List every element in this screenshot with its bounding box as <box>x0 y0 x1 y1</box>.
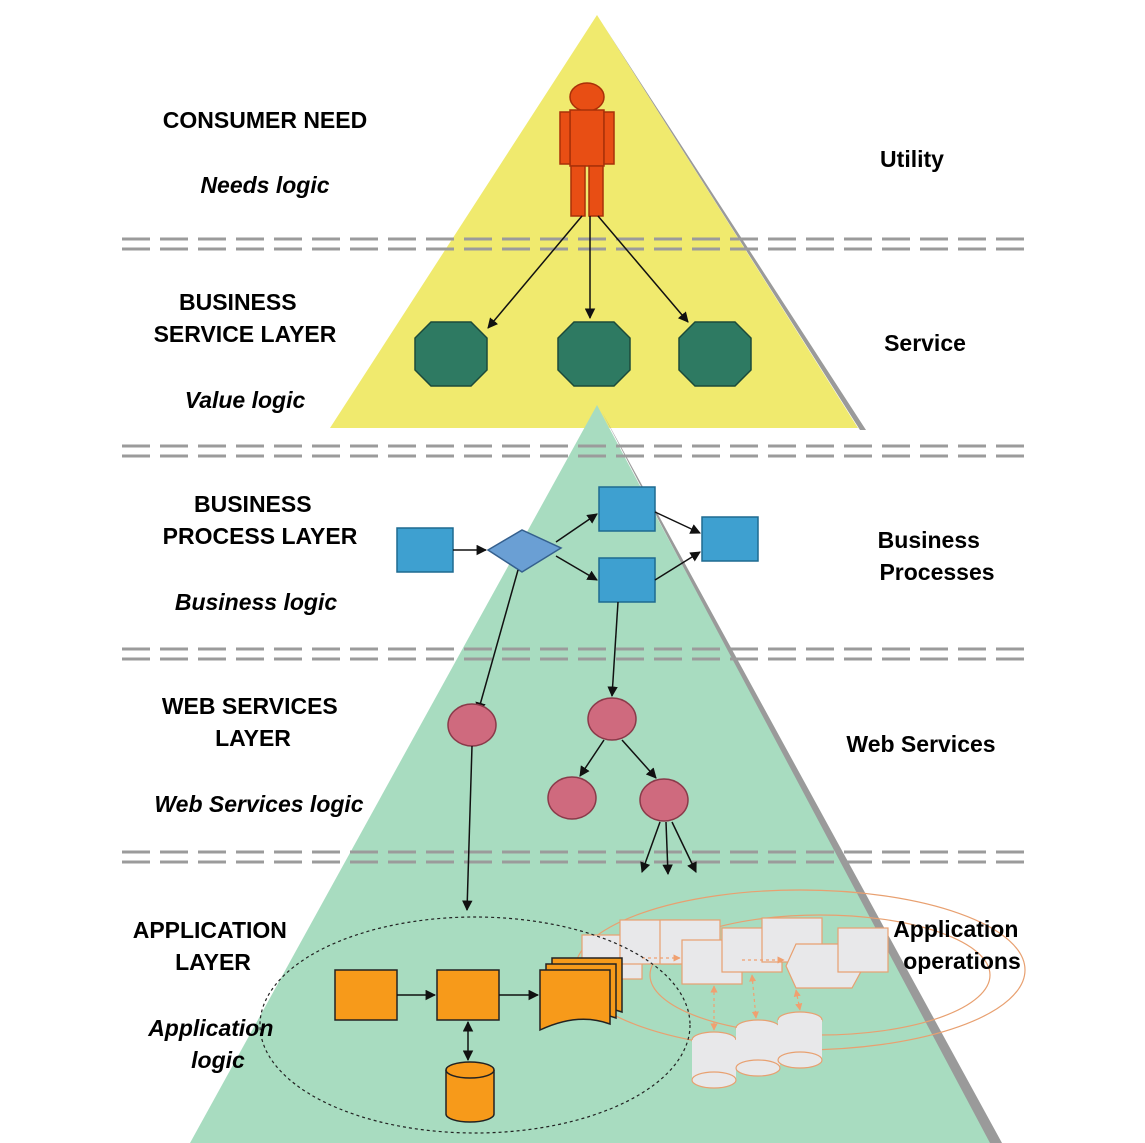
application-box-icon <box>334 969 398 1021</box>
application-logic-flow <box>259 916 691 1134</box>
layer-title-web-services: WEB SERVICES LAYER <box>162 693 344 751</box>
process-box-icon <box>598 557 656 603</box>
layer-right-labels: Utility Service Business Processes Web S… <box>846 146 1025 974</box>
layer-title-application: APPLICATION LAYER <box>133 917 294 975</box>
right-label-service: Service <box>884 330 966 356</box>
business-process-flow <box>396 486 759 714</box>
bottom-triangle-shadow <box>602 412 1002 1143</box>
service-octagon-icon <box>414 321 488 387</box>
right-label-utility: Utility <box>880 146 944 172</box>
web-service-node-icon <box>547 776 597 820</box>
layer-title-consumer-need: CONSUMER NEED <box>163 107 367 133</box>
logic-label-application: Application logic <box>147 1015 280 1073</box>
process-box-icon <box>598 486 656 532</box>
application-box-icon <box>436 969 500 1021</box>
consumer-to-service-arrows <box>487 215 689 329</box>
web-service-node-icon <box>447 703 497 747</box>
logic-label-needs: Needs logic <box>200 172 329 198</box>
web-services <box>447 697 689 822</box>
consumer-person-icon <box>559 82 615 217</box>
database-icon <box>445 1061 495 1123</box>
logic-label-business: Business logic <box>175 589 338 615</box>
layer-titles: CONSUMER NEED BUSINESS SERVICE LAYER BUS… <box>133 107 368 975</box>
layer-logic-labels: Needs logic Value logic Business logic W… <box>147 172 364 1073</box>
web-service-arrows <box>462 739 697 912</box>
process-box-icon <box>701 516 759 562</box>
application-boundary <box>259 916 691 1134</box>
web-service-node-icon <box>639 778 689 822</box>
right-label-application-operations: Application operations <box>893 916 1025 974</box>
service-octagon-icon <box>557 321 631 387</box>
logic-label-web-services: Web Services logic <box>154 791 363 817</box>
process-box-icon <box>396 527 454 573</box>
layer-title-business-process: BUSINESS PROCESS LAYER <box>163 491 358 549</box>
document-stack-icon <box>539 957 623 1032</box>
process-decision-diamond-icon <box>486 529 563 573</box>
logic-label-value: Value logic <box>185 387 306 413</box>
right-label-web-services: Web Services <box>846 731 995 757</box>
web-service-node-icon <box>587 697 637 741</box>
top-triangle-shadow <box>600 20 866 430</box>
service-octagon-icon <box>678 321 752 387</box>
layer-title-business-service: BUSINESS SERVICE LAYER <box>154 289 337 347</box>
right-label-business-processes: Business Processes <box>878 527 995 585</box>
business-services <box>414 321 752 387</box>
